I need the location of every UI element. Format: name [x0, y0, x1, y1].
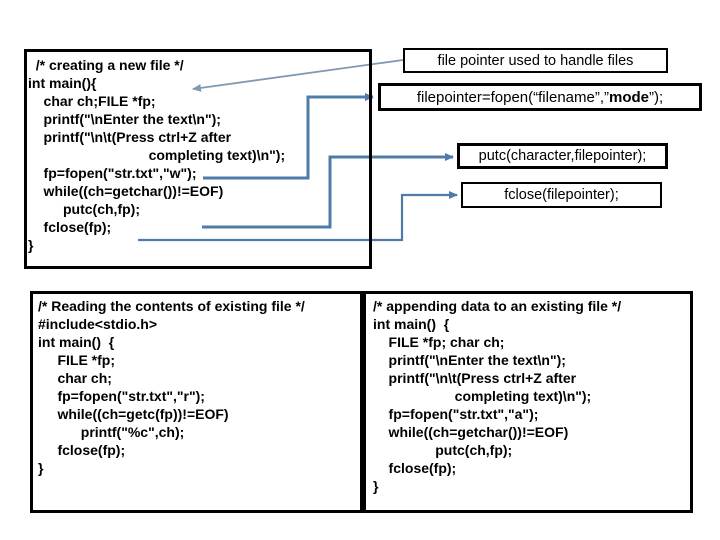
code-box-create-file: /* creating a new file */ int main(){ cha… [24, 49, 372, 269]
code-line: FILE *fp; char ch; [373, 334, 505, 350]
code-line: } [38, 460, 44, 476]
code-line: while((ch=getchar())!=EOF) [373, 424, 569, 440]
annotation-fopen-mode: mode [609, 88, 650, 106]
code-line: printf("\n\t(Press ctrl+Z after [373, 370, 577, 386]
code-line: printf("%c",ch); [38, 424, 185, 440]
code-line: printf("\nEnter the text\n"); [373, 352, 566, 368]
code-line: /* Reading the contents of existing file… [38, 298, 305, 314]
code-line: /* creating a new file */ [28, 57, 184, 73]
code-line: fclose(fp); [38, 442, 126, 458]
code-line: printf("\n\t(Press ctrl+Z after [28, 129, 232, 145]
code-line: fclose(fp); [28, 219, 112, 235]
code-line: char ch;FILE *fp; [28, 93, 156, 109]
code-line: while((ch=getc(fp))!=EOF) [38, 406, 229, 422]
code-line: printf("\nEnter the text\n"); [28, 111, 221, 127]
code-line: int main(){ [28, 75, 97, 91]
code-line: int main() { [38, 334, 115, 350]
code-line: FILE *fp; [38, 352, 115, 368]
code-line: putc(ch,fp); [28, 201, 140, 217]
code-line: completing text)\n"); [28, 147, 286, 163]
annotation-file-pointer-text: file pointer used to handle files [437, 52, 634, 69]
code-line: fp=fopen("str.txt","r"); [38, 388, 205, 404]
code-line: /* appending data to an existing file */ [373, 298, 622, 314]
annotation-fopen-prefix: filepointer=fopen(“filename”,” [416, 88, 609, 106]
annotation-fopen-suffix: ”); [649, 88, 664, 106]
code-line: char ch; [38, 370, 112, 386]
code-line: int main() { [373, 316, 450, 332]
annotation-fopen-syntax: filepointer=fopen(“filename”,”mode”); [378, 83, 702, 111]
code-line: } [28, 237, 34, 253]
code-line: fp=fopen("str.txt","w"); [28, 165, 197, 181]
code-line: putc(ch,fp); [373, 442, 513, 458]
code-line: } [373, 478, 379, 494]
annotation-putc-text: putc(character,filepointer); [478, 148, 647, 164]
annotation-fclose-syntax: fclose(filepointer); [461, 182, 662, 208]
code-line: #include<stdio.h> [38, 316, 158, 332]
annotation-putc-syntax: putc(character,filepointer); [457, 143, 668, 169]
code-line: fclose(fp); [373, 460, 457, 476]
code-line: fp=fopen("str.txt","a"); [373, 406, 539, 422]
annotation-file-pointer: file pointer used to handle files [403, 48, 668, 73]
code-line: completing text)\n"); [373, 388, 592, 404]
code-box-read-file: /* Reading the contents of existing file… [30, 291, 363, 513]
code-line: while((ch=getchar())!=EOF) [28, 183, 224, 199]
annotation-fclose-text: fclose(filepointer); [504, 187, 619, 203]
code-box-append-file: /* appending data to an existing file */… [363, 291, 693, 513]
